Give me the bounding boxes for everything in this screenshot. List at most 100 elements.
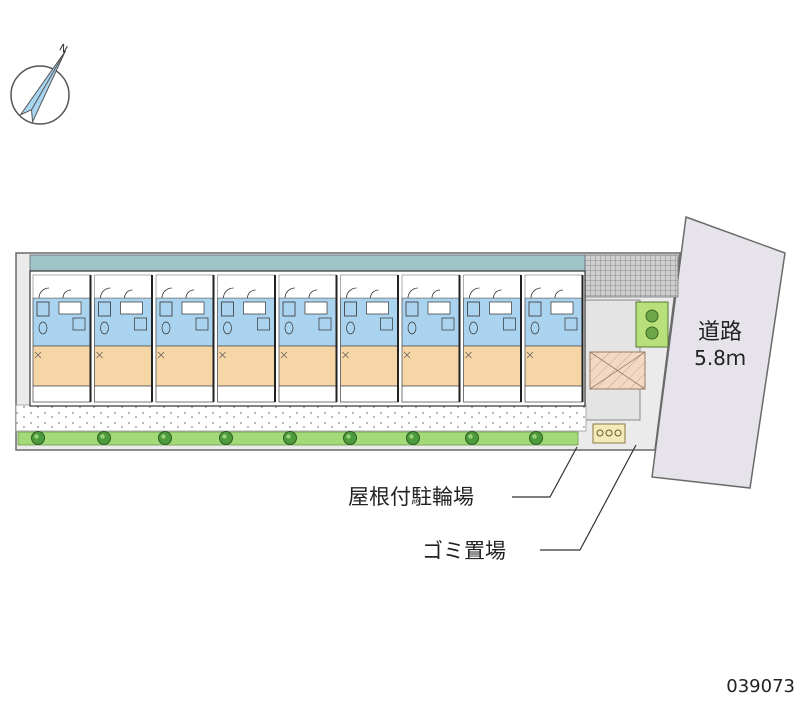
unit-door-swing: [554, 289, 564, 299]
unit-closet: [195, 317, 209, 331]
unit-door-swing: [247, 289, 256, 299]
unit-balcony: [32, 385, 91, 403]
unit-closet: [380, 317, 393, 331]
unit-row: [32, 274, 584, 403]
unit-door-swing: [124, 289, 133, 299]
apartment-unit: [155, 274, 215, 403]
unit-door-swing: [161, 287, 173, 299]
unit-living-room: [217, 345, 276, 387]
unit-door-swing: [38, 287, 50, 299]
garbage-area: [592, 423, 626, 444]
garbage-leader: [540, 444, 637, 551]
unit-entrance: [32, 274, 91, 299]
unit-kitchen-counter: [550, 301, 574, 315]
bicycle-parking-leader: [512, 446, 578, 498]
apartment-unit: [217, 274, 276, 403]
paved-grid-area: [582, 254, 679, 298]
unit-toilet: [405, 301, 419, 317]
unit-toilet: [159, 301, 173, 317]
unit-window-mark: [280, 351, 288, 359]
apartment-unit: [94, 274, 153, 403]
unit-bath-tub: [38, 321, 48, 335]
unit-door-swing: [284, 287, 296, 299]
garbage-label: ゴミ置場: [422, 539, 506, 563]
unit-bath-tub: [530, 321, 540, 335]
unit-kitchen-counter: [366, 301, 389, 315]
unit-entrance: [278, 274, 337, 299]
unit-kitchen-counter: [58, 301, 82, 315]
unit-entrance: [340, 274, 399, 299]
unit-window-mark: [342, 351, 349, 359]
unit-entrance: [217, 274, 276, 299]
apartment-unit: [463, 274, 522, 403]
unit-closet: [134, 317, 147, 331]
unit-living-room: [524, 345, 583, 387]
unit-window-mark: [219, 351, 226, 359]
compass-north-label: N: [57, 43, 69, 56]
apartment-unit: [401, 274, 461, 403]
tree-highlight: [222, 434, 227, 439]
road-name: 道路: [698, 320, 742, 345]
tree-row: [31, 431, 543, 445]
unit-door-swing: [493, 289, 502, 299]
unit-balcony: [155, 385, 214, 403]
unit-door-swing: [407, 287, 419, 299]
unit-door-swing: [370, 289, 379, 299]
apartment-unit: [524, 274, 584, 403]
property-id: 039073: [726, 676, 795, 697]
unit-door-swing: [431, 289, 441, 299]
unit-kitchen-counter: [427, 301, 451, 315]
unit-bath-tub: [223, 321, 232, 335]
unit-door-swing: [62, 289, 72, 299]
unit-closet: [257, 317, 270, 331]
unit-door-swing: [530, 287, 542, 299]
unit-entrance: [155, 274, 214, 299]
unit-toilet: [221, 301, 234, 317]
apartment-unit: [278, 274, 338, 403]
unit-closet: [503, 317, 516, 331]
unit-closet: [72, 317, 86, 331]
unit-closet: [318, 317, 332, 331]
unit-kitchen-counter: [120, 301, 143, 315]
unit-entrance: [401, 274, 460, 299]
unit-balcony: [340, 385, 399, 403]
tree-highlight: [409, 434, 414, 439]
unit-window-mark: [403, 351, 411, 359]
unit-bath-tub: [346, 321, 355, 335]
unit-balcony: [524, 385, 583, 403]
unit-living-room: [463, 345, 522, 387]
compass-ring: [10, 65, 70, 125]
apartment-unit: [340, 274, 399, 403]
tree-highlight: [468, 434, 473, 439]
utility-circle-bottom: [645, 326, 659, 340]
unit-living-room: [32, 345, 91, 387]
dotted-walkway: [15, 404, 587, 432]
tree-highlight: [532, 434, 537, 439]
unit-kitchen-counter: [489, 301, 512, 315]
building-roof-band: [29, 254, 586, 272]
unit-kitchen-counter: [181, 301, 205, 315]
unit-balcony: [401, 385, 460, 403]
unit-bath-tub: [161, 321, 171, 335]
tree-highlight: [286, 434, 291, 439]
unit-toilet: [36, 301, 50, 317]
unit-door-swing: [308, 289, 318, 299]
unit-living-room: [155, 345, 214, 387]
unit-balcony: [94, 385, 153, 403]
unit-door-swing: [223, 287, 234, 299]
unit-bath-tub: [100, 321, 109, 335]
unit-door-swing: [469, 287, 480, 299]
unit-window-mark: [526, 351, 534, 359]
unit-living-room: [94, 345, 153, 387]
unit-toilet: [344, 301, 357, 317]
apartment-building: [29, 254, 586, 407]
unit-kitchen-counter: [243, 301, 266, 315]
hedge-strip: [17, 431, 579, 446]
utility-circle-top: [645, 309, 659, 323]
unit-toilet: [282, 301, 296, 317]
tree-highlight: [161, 434, 166, 439]
unit-kitchen-counter: [304, 301, 328, 315]
unit-window-mark: [465, 351, 472, 359]
unit-toilet: [528, 301, 542, 317]
